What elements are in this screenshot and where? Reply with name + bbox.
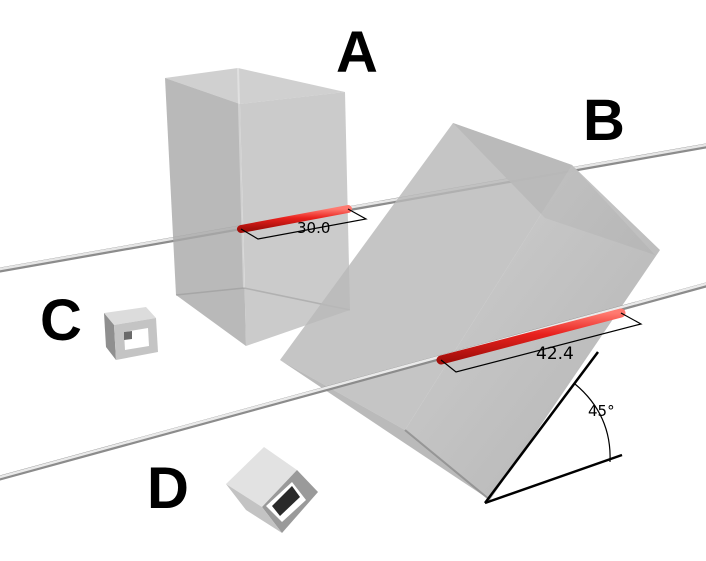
label-b: B	[583, 88, 625, 153]
highlight-segment-a	[237, 205, 352, 233]
label-c: C	[40, 288, 82, 353]
object-d	[226, 447, 318, 533]
block-a	[165, 67, 351, 346]
dimension-line-b	[440, 312, 643, 373]
highlight-segment-b	[436, 308, 626, 365]
dimension-line-a	[240, 208, 368, 240]
label-d: D	[147, 456, 189, 521]
label-a: A	[336, 20, 378, 85]
upper-rod	[0, 143, 706, 273]
length-label-a: 30.0	[297, 219, 330, 237]
length-label-b: 42.4	[536, 344, 574, 364]
angle-label-b: 45°	[588, 402, 615, 420]
object-c	[104, 307, 158, 360]
angle-indicator-b	[483, 351, 623, 505]
